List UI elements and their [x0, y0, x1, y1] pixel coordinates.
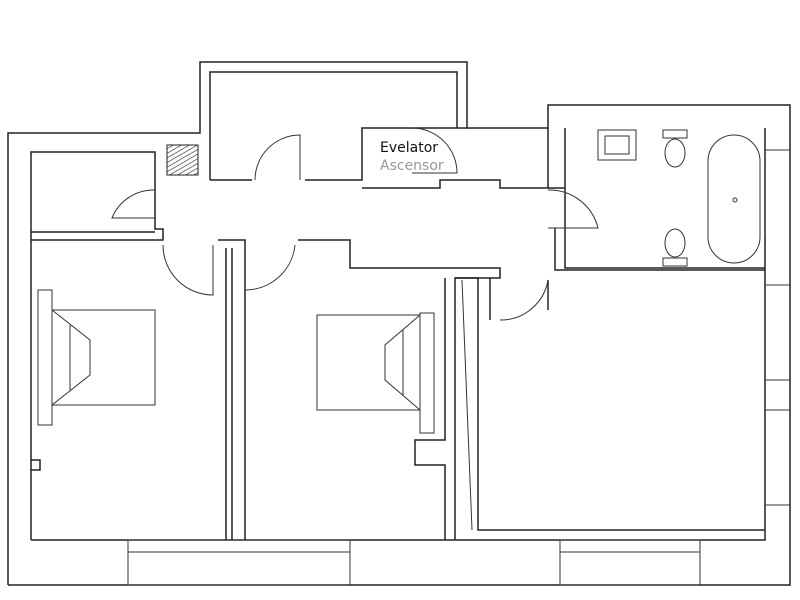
windows [127, 149, 790, 586]
bathroom-fixtures [597, 129, 761, 267]
sink-icon [597, 129, 637, 161]
toilet-icon [664, 138, 686, 168]
shaft-hatched [166, 144, 199, 176]
wardrobe [461, 279, 473, 531]
interior-walls [31, 127, 765, 540]
bathtub-icon [707, 134, 761, 264]
bed-left [37, 289, 156, 426]
doors [111, 127, 599, 321]
elevator-label: Evelator [380, 140, 438, 156]
bed-middle [316, 312, 435, 434]
toilet-icon [664, 228, 686, 258]
elevator-label-alt: Ascensor [380, 158, 444, 174]
